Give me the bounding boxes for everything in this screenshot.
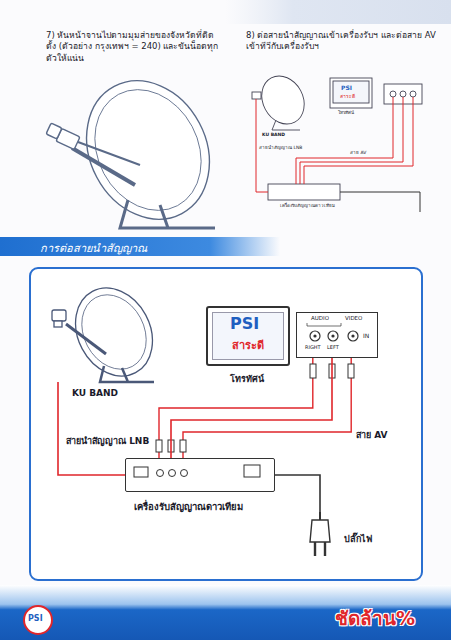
receiver-panel — [126, 459, 273, 490]
mini-logo: สาระดี — [340, 93, 355, 100]
mini-label: โทรทัศน์ — [338, 110, 354, 116]
jack-label: IN — [363, 332, 369, 339]
section-band — [0, 237, 280, 256]
receiver-label: เครื่องรับสัญญาณดาวเทียม — [134, 499, 243, 514]
mini-label: สายนำสัญญาณ LNB — [259, 145, 302, 151]
mini-logo: PSI — [341, 84, 352, 92]
mini-label: KU BAND — [262, 132, 285, 138]
tv-set: PSIสาระดีโทรทัศน์ — [206, 306, 290, 366]
satellite-receiver: เครื่องรับสัญญาณดาวเทียม — [125, 458, 275, 492]
rca-plug — [348, 364, 354, 378]
mini-label: สาย AV — [350, 150, 366, 156]
power-cord — [275, 475, 320, 512]
power-plug: ปลั๊กไฟ — [300, 512, 340, 562]
footer-band — [0, 585, 451, 640]
dish-label: KU BAND — [72, 388, 118, 398]
header-band — [225, 0, 451, 24]
diagram-frame — [30, 268, 422, 580]
av-wire — [159, 358, 313, 458]
step-text: 8) ต่อสายนำสัญญาณเข้าเครื่องรับฯ และต่อส… — [246, 30, 436, 53]
section-title: การต่อสายนำสัญญาณ — [40, 239, 147, 257]
av-wire — [183, 358, 351, 458]
slogan: ชัดล้าน% — [335, 606, 415, 632]
plug-drawing — [300, 512, 340, 562]
step7-dish — [46, 59, 233, 241]
jack-label: RIGHT — [305, 344, 321, 350]
cable-label: สายนำสัญญาณ LNB — [64, 434, 151, 448]
tv-label: โทรทัศน์ — [230, 372, 264, 386]
rca-plug — [156, 440, 162, 452]
jack-label: LEFT — [327, 344, 339, 350]
dish-drawing — [48, 284, 160, 404]
step8-mini-diagram — [252, 69, 422, 200]
signal-cable — [171, 358, 332, 458]
mini-label: เครื่องรับสัญญาณดาวเทียม — [280, 203, 335, 209]
jack-label: AUDIO — [311, 315, 329, 321]
plug-label: ปลั๊กไฟ — [344, 532, 372, 546]
logo-text: PSI — [28, 614, 43, 625]
tv-input-panel: AUDIO VIDEO RIGHT LEFT IN — [296, 312, 378, 358]
logo-text: PSI — [230, 314, 259, 333]
jack-label: VIDEO — [345, 315, 362, 321]
logo-ring — [24, 606, 52, 634]
step8-wires — [256, 97, 420, 212]
step-text: 7) หันหน้าจานไปตามมุมส่ายของจังหวัดที่ติ… — [46, 30, 224, 64]
rca-plug — [180, 440, 186, 452]
satellite-dish: KU BAND — [48, 284, 160, 404]
signal-cable — [58, 382, 125, 475]
rca-plug — [310, 364, 316, 378]
logo-subtext: สาระดี — [232, 336, 264, 354]
cable-label: สาย AV — [354, 428, 389, 442]
